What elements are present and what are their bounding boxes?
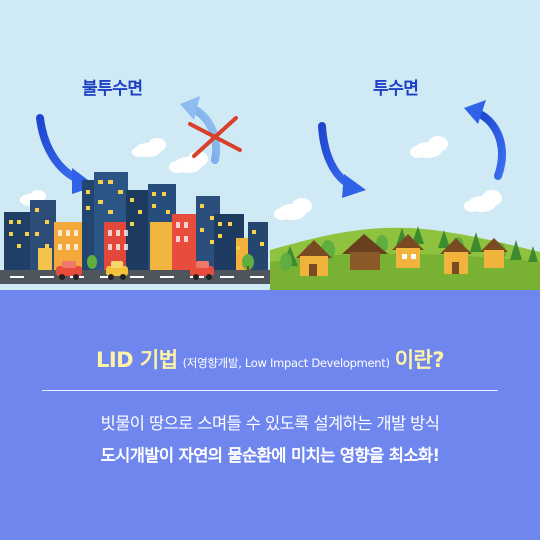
car-icon: [190, 261, 214, 280]
house-icon: [392, 234, 424, 268]
cloud-icon: [132, 138, 166, 157]
illustration-scene: [0, 0, 540, 290]
evaporation-arrow-icon: [476, 110, 506, 180]
house-icon: [296, 240, 332, 276]
divider: [42, 390, 498, 391]
heading-sub: (저영향개발, Low Impact Development): [182, 356, 390, 370]
impervious-surface-label: 불투수면: [82, 79, 143, 99]
tree-icon: [87, 254, 254, 272]
house-icon: [440, 238, 472, 274]
blocked-cross-icon: [188, 116, 242, 158]
cloud-icon: [274, 198, 312, 220]
description-line-2: 도시개발이 자연의 물순환에 미치는 영향을 최소화!: [100, 446, 440, 465]
info-panel: LID 기법 (저영향개발, Low Impact Development) 이…: [0, 290, 540, 540]
cloud-icon: [464, 190, 502, 212]
heading-main: LID 기법: [95, 348, 178, 372]
description-line-1: 빗물이 땅으로 스며들 수 있도록 설계하는 개발 방식: [100, 414, 440, 433]
pervious-surface-label: 투수면: [373, 79, 419, 99]
road-markings: [10, 276, 264, 278]
cloud-icon: [169, 151, 208, 173]
house-icon: [342, 234, 388, 270]
car-icon: [106, 261, 128, 280]
cloud-icon: [410, 136, 448, 158]
arrow-head-icon: [342, 174, 366, 198]
building-windows: [9, 180, 264, 250]
house-icon: [480, 238, 508, 268]
green-hills: [270, 253, 540, 290]
heading-tail: 이란?: [394, 348, 445, 372]
grass-ground: [270, 284, 540, 290]
panel-heading: LID 기법 (저영향개발, Low Impact Development) 이…: [0, 344, 540, 374]
building-windows: [58, 222, 188, 250]
car-icon: [56, 261, 82, 280]
arrow-head-icon: [464, 100, 486, 124]
arrow-head-icon: [180, 96, 200, 120]
city-buildings: [4, 172, 268, 272]
